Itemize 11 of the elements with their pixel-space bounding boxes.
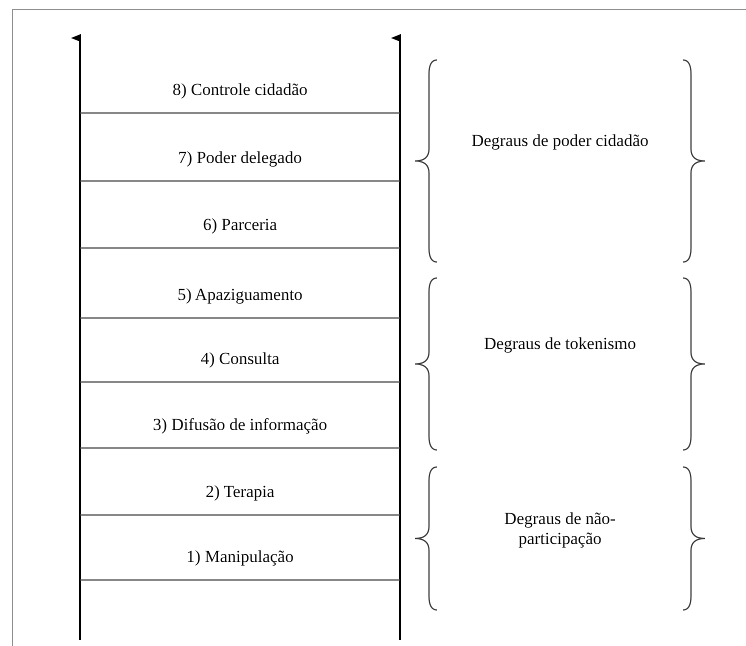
rung-label: 4) Consulta <box>200 349 280 369</box>
group-label: Degraus de poder cidadão <box>470 131 650 151</box>
rung-label: 1) Manipulação <box>185 547 295 567</box>
rung-label: 3) Difusão de informação <box>152 415 328 435</box>
group-label: Degraus de não-participação <box>503 508 617 548</box>
rung-label: 5) Apaziguamento <box>176 285 304 305</box>
group-label: Degraus de tokenismo <box>482 334 638 354</box>
rung-label: 8) Controle cidadão <box>171 80 308 100</box>
rung-label: 6) Parceria <box>202 215 278 235</box>
rung-label: 7) Poder delegado <box>177 148 303 168</box>
rung-label: 2) Terapia <box>204 482 276 502</box>
